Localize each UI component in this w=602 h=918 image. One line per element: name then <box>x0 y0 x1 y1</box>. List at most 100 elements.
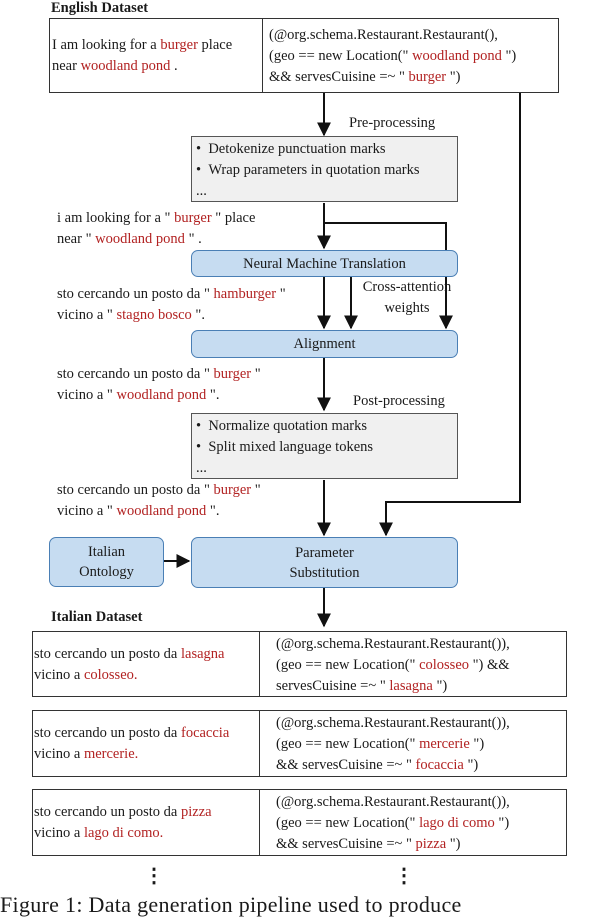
nmt-box: Neural Machine Translation <box>191 250 458 277</box>
text-line: && servesCuisine =~ " focaccia ") <box>276 755 510 776</box>
text-line: vicino a " woodland pond ". <box>57 501 261 522</box>
english-code-box: (@org.schema.Restaurant.Restaurant(), (ge… <box>262 18 559 93</box>
text-segment: ". <box>191 307 205 323</box>
text-segment: (@org.schema.Restaurant.Restaurant(), <box>269 27 498 43</box>
text-segment: vicino a " <box>57 307 117 323</box>
text-line: near " woodland pond " . <box>57 229 255 250</box>
text-segment: near <box>52 58 81 74</box>
text-line: I am looking for a burger place <box>52 35 232 56</box>
text-segment: place <box>197 37 233 53</box>
postprocessing-items: • Normalize quotation marks • Split mixed… <box>192 416 373 458</box>
text-line: sto cercando un posto da " burger " <box>57 480 261 501</box>
parameter-value: focaccia <box>180 725 230 741</box>
text-segment: ") <box>432 678 448 694</box>
text-segment: " <box>251 366 261 382</box>
parameter-value: burger <box>160 37 198 53</box>
text-segment: ") <box>446 836 461 852</box>
parameter-value: stagno bosco <box>116 307 192 323</box>
text-segment: sto cercando un posto da <box>34 646 181 662</box>
alignment-label: Alignment <box>293 336 356 352</box>
text-segment: ") <box>463 757 479 773</box>
text-line: servesCuisine =~ " lasagna ") <box>276 676 510 697</box>
text-segment: sto cercando un posto da " <box>57 366 214 382</box>
text-line: sto cercando un posto da focaccia <box>34 723 229 744</box>
bullet-item: • Normalize quotation marks <box>196 418 367 434</box>
text-line: sto cercando un posto da lasagna <box>34 644 224 665</box>
preprocessing-more: ... <box>196 183 207 199</box>
italian-code-3: (@org.schema.Restaurant.Restaurant()),(g… <box>276 792 510 855</box>
text-segment: && servesCuisine =~ " <box>276 836 416 852</box>
nmt-label: Neural Machine Translation <box>243 255 406 272</box>
text-line: sto cercando un posto da pizza <box>34 802 212 823</box>
text-segment: ") <box>494 815 510 831</box>
text-line: (geo == new Location(" colosseo ") && <box>276 655 510 676</box>
figure-caption: Figure 1: Data generation pipeline used … <box>0 892 462 917</box>
text-segment: near " <box>57 231 96 247</box>
text-segment: . <box>170 58 178 74</box>
parameter-value: lasagna <box>389 678 433 694</box>
parameter-value: burger <box>174 210 212 226</box>
text-line: vicino a " woodland pond ". <box>57 385 261 406</box>
text-segment: (geo == new Location(" <box>276 815 420 831</box>
parameter-value: hamburger <box>213 286 277 302</box>
alignment-box: Alignment <box>191 330 458 358</box>
text-line: && servesCuisine =~ " pizza ") <box>276 834 510 855</box>
text-segment: vicino a <box>34 746 84 762</box>
text-segment: ") <box>469 736 485 752</box>
label-line: weights <box>384 300 430 316</box>
text-line: (geo == new Location(" lago di como ") <box>276 813 510 834</box>
parameter-value: lasagna <box>180 646 225 662</box>
bullet-item: • Wrap parameters in quotation marks <box>196 162 420 178</box>
parameter-value: woodland pond <box>116 503 207 519</box>
text-line: i am looking for a " burger " place <box>57 208 255 229</box>
text-line: (@org.schema.Restaurant.Restaurant()), <box>276 713 510 734</box>
parameter-value: woodland pond <box>116 387 207 403</box>
text-segment: ") <box>501 48 517 64</box>
italian-code-box-2: (@org.schema.Restaurant.Restaurant()), (g… <box>259 710 567 777</box>
parameter-value: burger <box>213 366 252 382</box>
text-line: vicino a mercerie. <box>34 744 229 765</box>
text-segment: && servesCuisine =~ " <box>269 69 409 85</box>
ellipsis-right: ⋮ <box>394 865 414 887</box>
aligned-text: sto cercando un posto da " burger " vicin… <box>57 364 261 406</box>
english-code: (@org.schema.Restaurant.Restaurant(), (ge… <box>269 25 516 88</box>
postprocessed-text: sto cercando un posto da " burger "vicin… <box>57 480 261 522</box>
text-segment: sto cercando un posto da " <box>57 482 214 498</box>
label-line: Substitution <box>289 564 360 581</box>
text-segment: " . <box>184 231 202 247</box>
italian-code-box-1: (@org.schema.Restaurant.Restaurant()),(g… <box>259 631 567 697</box>
text-segment: (geo == new Location(" <box>269 48 413 64</box>
label-line: Cross-attention <box>362 279 452 295</box>
text-line: (geo == new Location(" woodland pond ") <box>269 46 516 67</box>
text-line: vicino a lago di como. <box>34 823 212 844</box>
text-segment: (geo == new Location(" <box>276 657 420 673</box>
postprocessing-box: • Normalize quotation marks • Split mixed… <box>191 413 458 479</box>
bullet-item: • Split mixed language tokens <box>196 439 374 455</box>
text-segment: ") && <box>469 657 510 673</box>
english-dataset-header: English Dataset <box>51 0 149 16</box>
text-segment: && servesCuisine =~ " <box>276 757 416 773</box>
parameter-value: lago di como <box>419 815 495 831</box>
bullet-item: • Detokenize punctuation marks <box>196 141 386 157</box>
cross-attention-label: Cross-attention weights <box>353 277 461 319</box>
text-segment: (@org.schema.Restaurant.Restaurant()), <box>276 715 510 731</box>
parameter-value: burger <box>213 482 252 498</box>
text-segment: i am looking for a " <box>57 210 175 226</box>
text-segment: sto cercando un posto da <box>34 804 181 820</box>
postprocessing-label: Post-processing <box>353 393 445 409</box>
text-line: (geo == new Location(" mercerie ") <box>276 734 510 755</box>
parameter-value: pizza <box>180 804 212 820</box>
text-line: (@org.schema.Restaurant.Restaurant(), <box>269 25 516 46</box>
parameter-value: colosseo. <box>83 667 138 683</box>
text-segment: vicino a " <box>57 387 117 403</box>
parameter-value: woodland pond <box>95 231 185 247</box>
parameter-value: mercerie. <box>83 746 139 762</box>
parameter-value: pizza <box>415 836 447 852</box>
parameter-value: woodland pond <box>412 48 502 64</box>
text-segment: vicino a " <box>57 503 117 519</box>
